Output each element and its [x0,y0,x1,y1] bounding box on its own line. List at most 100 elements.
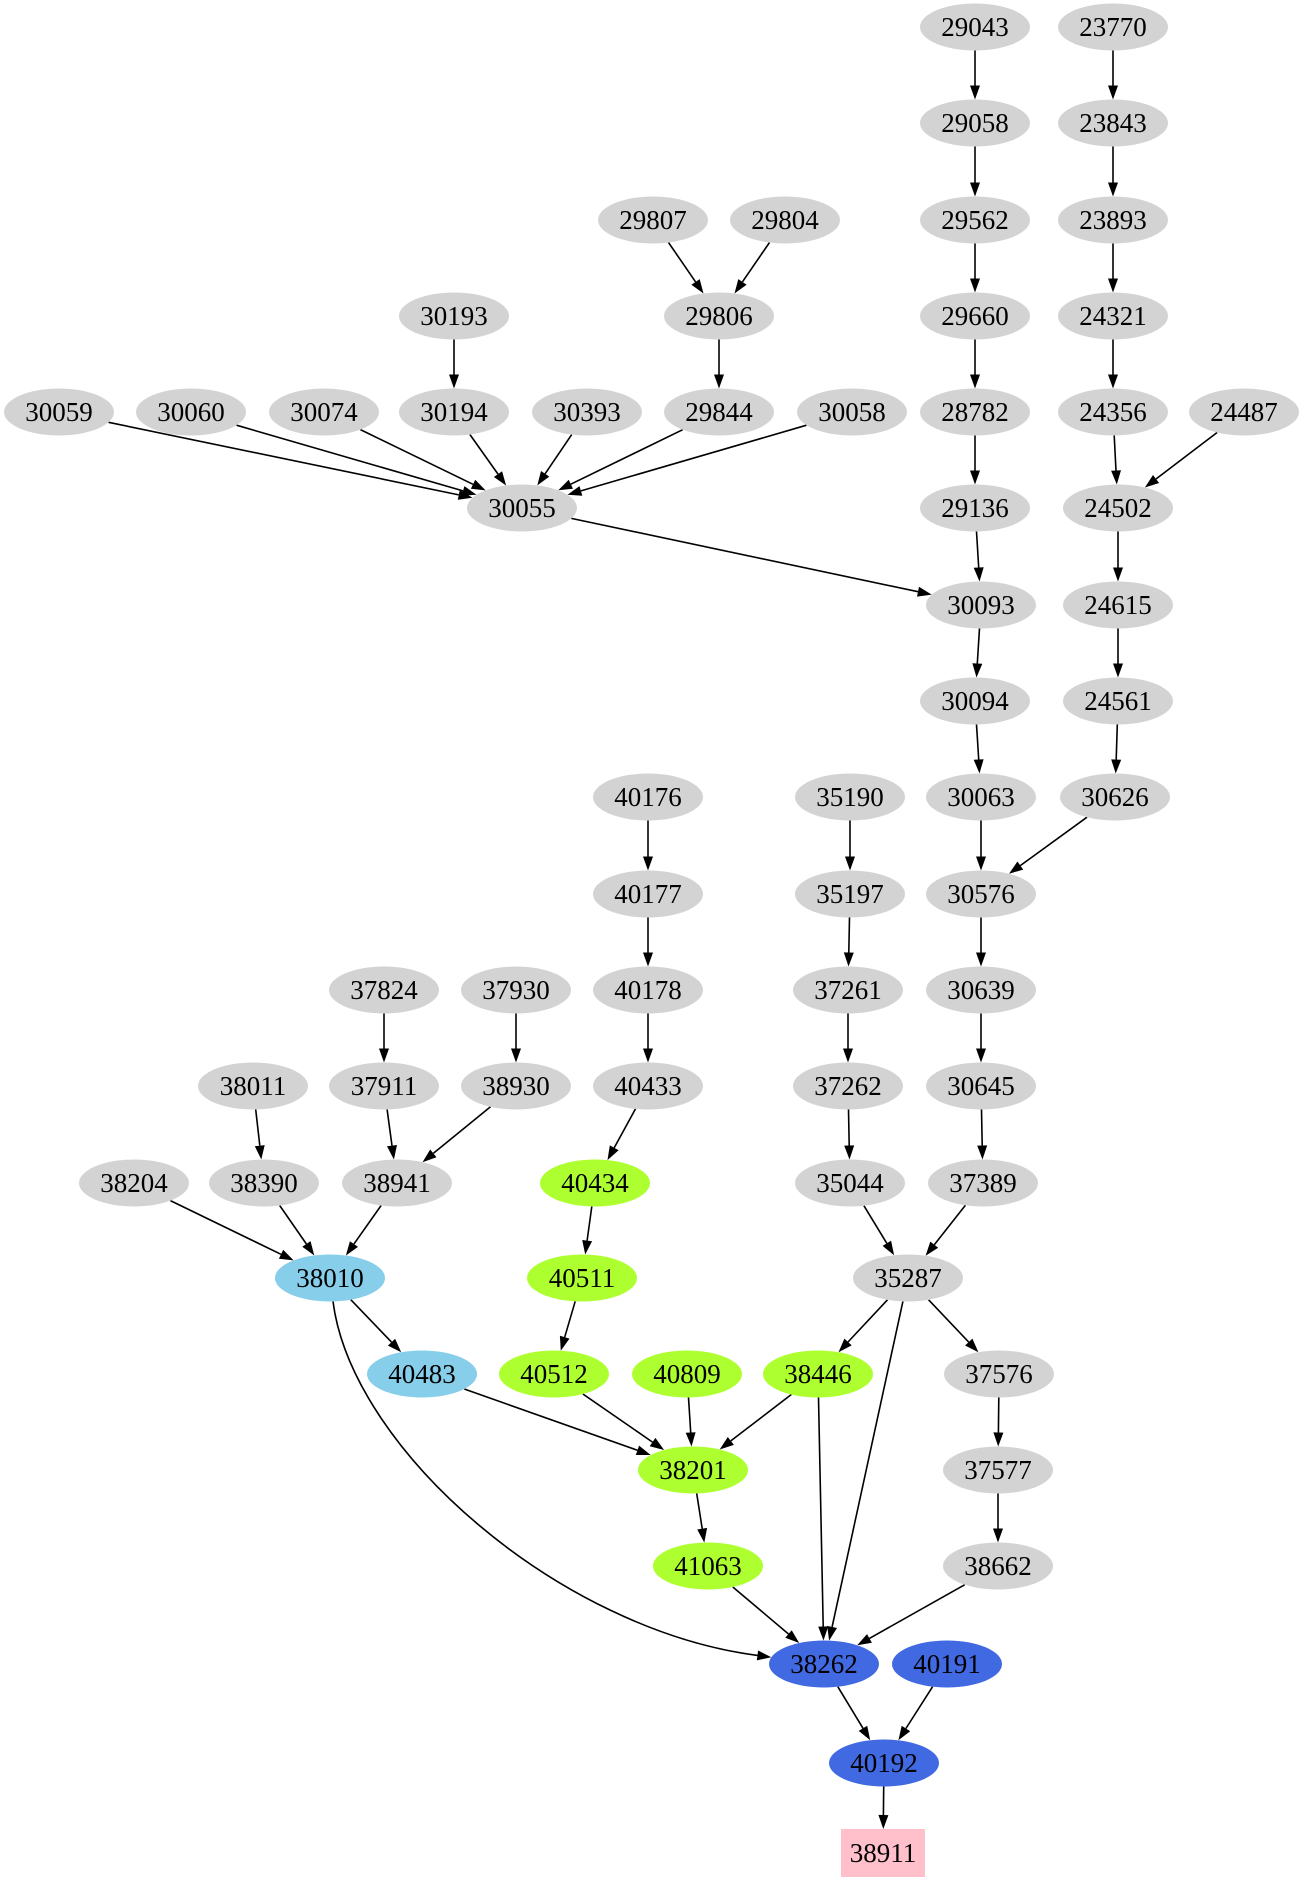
edge-30639-30645 [976,1013,986,1063]
edge-line [254,1109,261,1146]
edge-23843-23893 [1108,146,1118,197]
node-ellipse-shape [1058,388,1168,436]
node-30094: 30094 [920,677,1030,725]
node-38911: 38911 [841,1829,925,1877]
arrowhead-icon [387,1145,397,1160]
arrowhead-icon [278,1249,294,1261]
arrowhead-icon [1108,278,1118,293]
arrowhead-icon [559,1335,570,1351]
node-label: 23893 [1079,205,1147,235]
node-ellipse-shape [399,292,509,340]
node-35287: 35287 [853,1254,963,1302]
node-label: 40177 [614,879,682,909]
node-38390: 38390 [209,1159,319,1207]
arrowhead-icon [993,1432,1004,1447]
node-label: 38262 [790,1649,858,1679]
node-label: 35197 [816,879,884,909]
edge-line [582,1393,653,1443]
edge-line [667,242,697,283]
node-label: 29804 [751,205,819,235]
node-ellipse-shape [329,966,439,1014]
node-label: 30626 [1081,782,1149,812]
edge-line [108,421,459,496]
edge-37577-38662 [993,1493,1003,1543]
edge-30645-37389 [977,1109,988,1160]
arrowhead-icon [976,1048,986,1063]
arrowhead-icon [643,952,653,967]
node-38204: 38204 [79,1159,189,1207]
arrowhead-icon [719,1437,734,1450]
node-label: 37930 [482,975,550,1005]
edge-37576-37577 [993,1397,1004,1447]
arrowhead-icon [882,1240,895,1256]
node-37261: 37261 [793,966,903,1014]
edge-line [350,1299,393,1343]
node-label: 30094 [941,686,1009,716]
edge-line [817,1397,824,1627]
node-24321: 24321 [1058,292,1168,340]
edge-line [976,628,981,664]
edge-23770-23843 [1108,50,1118,100]
edge-30093-30094 [972,628,983,678]
edge-29136-30093 [973,531,984,582]
edge-40511-40512 [559,1301,576,1351]
node-24615: 24615 [1063,581,1173,629]
arrowhead-icon [607,1145,619,1161]
edge-24487-24502 [1144,431,1218,488]
arrowhead-icon [925,1241,939,1256]
node-ellipse-shape [329,1062,439,1110]
node-label: 24487 [1210,397,1278,427]
node-38941: 38941 [342,1159,452,1207]
node-label: 30055 [488,493,556,523]
node-38930: 38930 [461,1062,571,1110]
edge-40177-40178 [643,917,653,967]
edge-line [928,1299,970,1343]
edge-38662-38262 [857,1584,966,1646]
edge-30094-30063 [973,724,984,774]
arrowhead-icon [387,1338,402,1353]
edge-line [831,1301,904,1628]
arrowhead-icon [511,1048,521,1063]
arrowhead-icon [1108,85,1118,100]
edge-40512-38201 [582,1393,665,1450]
edge-35287-38262 [827,1301,904,1641]
node-40512: 40512 [499,1350,609,1398]
node-24502: 24502 [1063,484,1173,532]
arrowhead-icon [649,1437,665,1450]
node-ellipse-shape [1058,292,1168,340]
arrowhead-icon [470,479,486,491]
node-label: 24356 [1079,397,1147,427]
node-label: 30193 [420,301,488,331]
edge-38262-40192 [837,1686,871,1741]
node-30194: 30194 [399,388,509,436]
node-label: 37577 [964,1455,1032,1485]
node-30055: 30055 [467,484,577,532]
node-30193: 30193 [399,292,509,340]
node-label: 30060 [157,397,225,427]
node-ellipse-shape [136,388,246,436]
edge-41063-38262 [732,1586,800,1643]
arrowhead-icon [1144,475,1160,488]
edge-30060-30055 [236,424,477,496]
node-label: 35044 [816,1168,884,1198]
node-ellipse-shape [920,99,1030,147]
node-label: 29136 [941,493,1009,523]
edge-line [469,434,499,475]
edge-line [863,1205,888,1244]
node-label: 37261 [814,975,882,1005]
edge-40192-38911 [878,1786,889,1829]
arrowhead-icon [857,1634,872,1646]
edge-30193-30194 [449,339,459,389]
arrowhead-icon [1113,567,1123,582]
arrowhead-icon [838,1338,852,1353]
edge-line [332,1301,758,1657]
edge-29804-29806 [734,242,771,294]
node-label: 40809 [653,1359,721,1389]
node-label: 37824 [350,975,418,1005]
node-ellipse-shape [926,773,1036,821]
edge-line [837,1686,864,1729]
arrowhead-icon [970,470,980,485]
arrowhead-icon [1108,374,1118,389]
node-29136: 29136 [920,484,1030,532]
